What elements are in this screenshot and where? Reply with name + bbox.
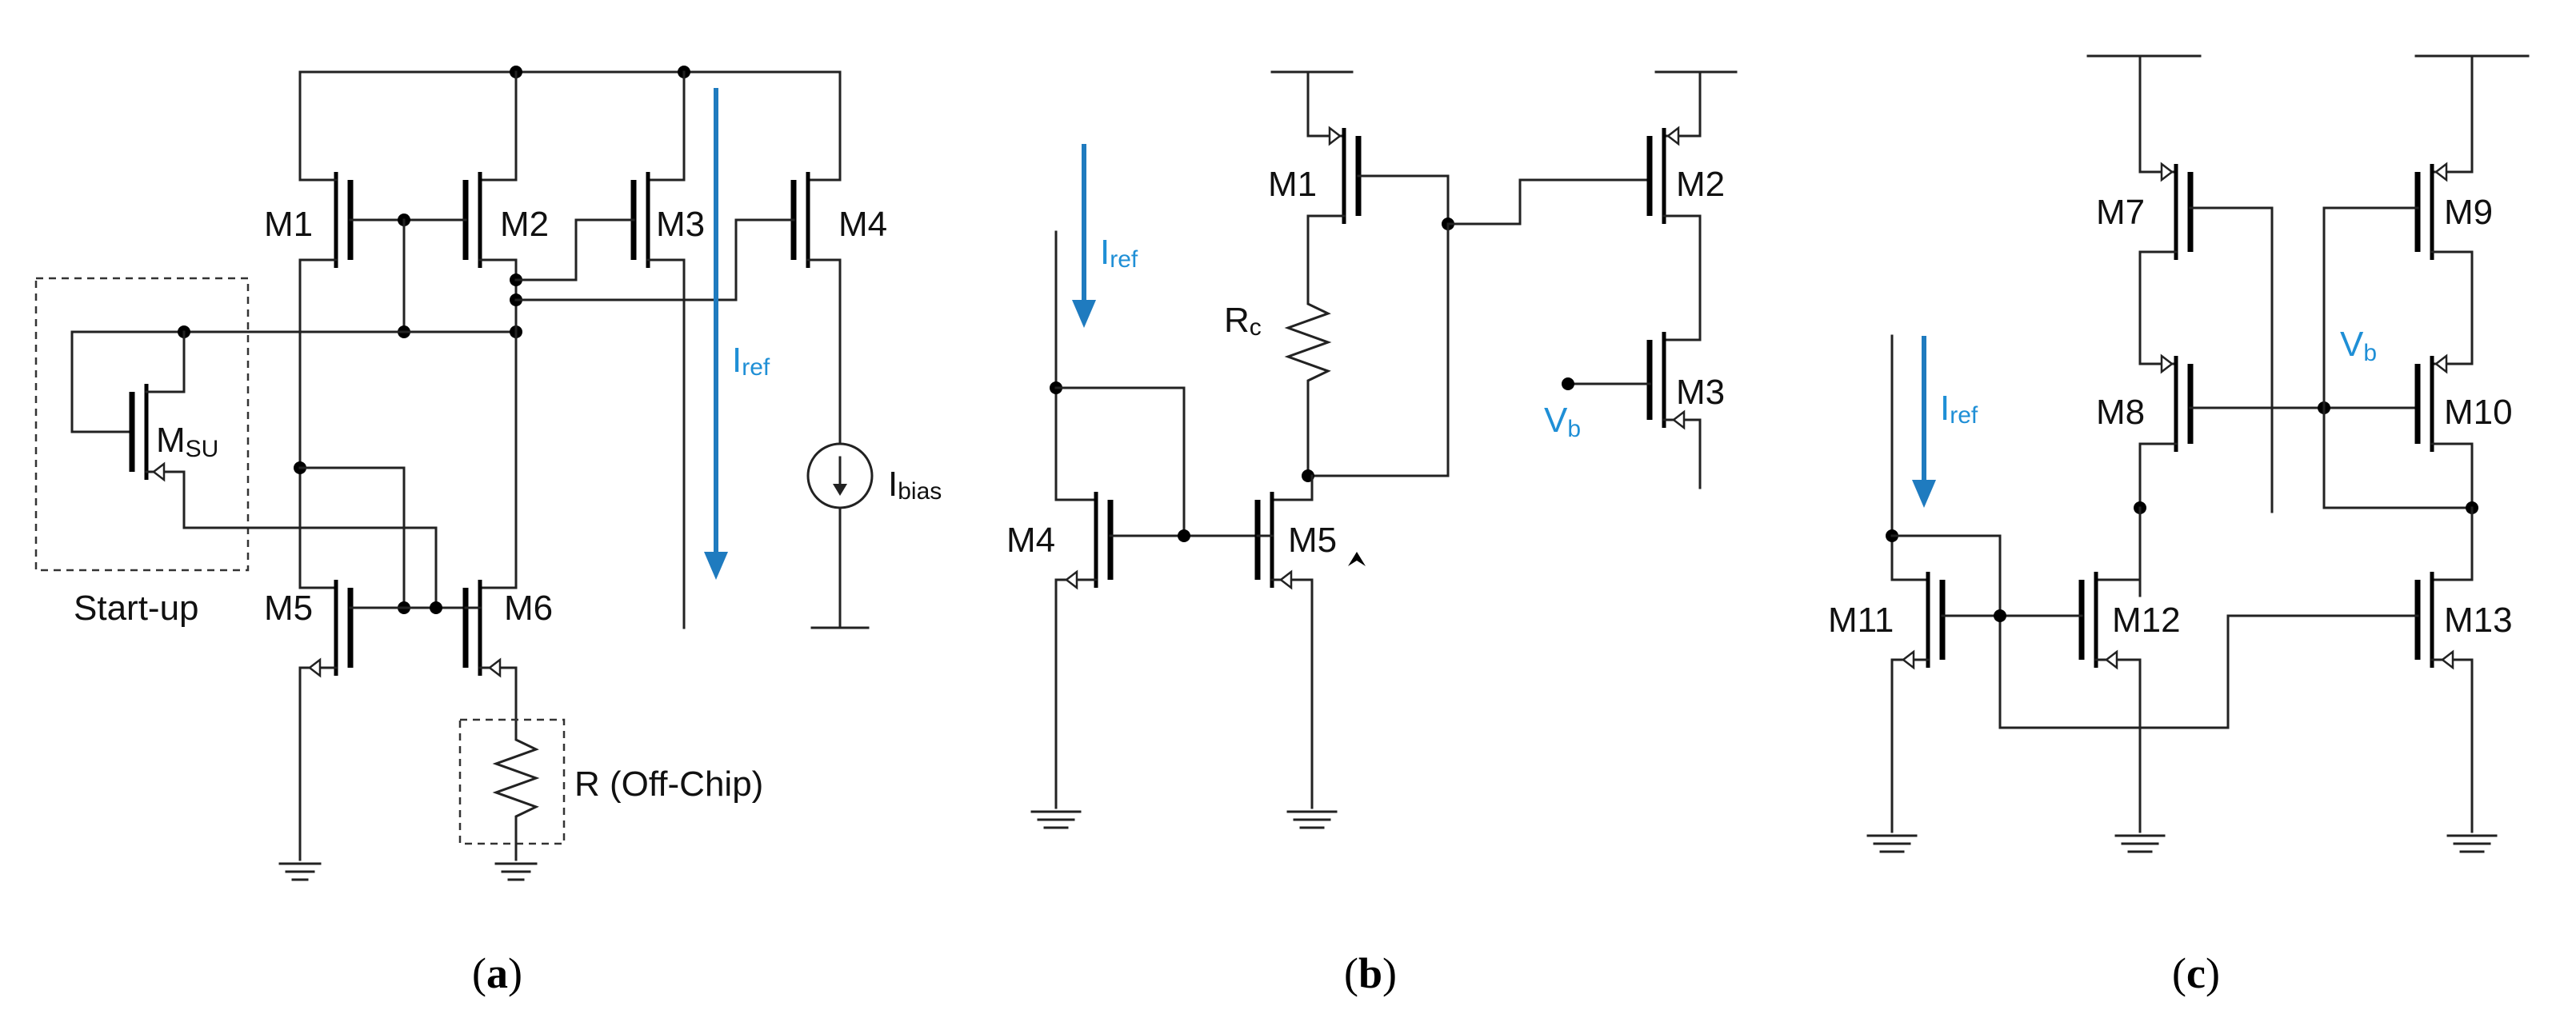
label-c-m7: M7: [2096, 193, 2145, 232]
label-m1: M1: [264, 205, 313, 244]
transistor-m3: [574, 172, 686, 281]
label-ibias: Ibias: [888, 465, 942, 505]
transistor-m4: [734, 172, 842, 301]
transistor-c-m11: [1890, 334, 2070, 833]
label-m4: M4: [838, 205, 887, 244]
transistor-c-m10: [2414, 250, 2474, 509]
label-msu: MSU: [156, 421, 218, 462]
label-c-m10: M10: [2444, 393, 2513, 432]
transistor-m2: [402, 172, 518, 268]
label-m3: M3: [656, 205, 705, 244]
label-c-m8: M8: [2096, 393, 2145, 432]
label-rc: Rc: [1224, 301, 1262, 341]
caption-b: (b): [1344, 949, 1397, 997]
label-resistor: R (Off-Chip): [574, 765, 763, 804]
label-b-m3: M3: [1676, 373, 1725, 412]
label-b-vb: Vb: [1544, 401, 1581, 442]
label-startup: Start-up: [74, 589, 199, 628]
transistor-c-m8: [2138, 250, 2418, 452]
label-c-m13: M13: [2444, 601, 2513, 640]
transistor-c-m12: [2066, 572, 2142, 833]
panel-a: M1 M2 M3 M4 M5 M6 MSU Start-up Iref Ibia…: [34, 66, 942, 997]
label-b-m1: M1: [1268, 165, 1317, 204]
caption-a: (a): [472, 949, 522, 997]
caption-c: (c): [2172, 949, 2220, 997]
transistor-b-m3: [1566, 332, 1702, 489]
label-c-m9: M9: [2444, 193, 2493, 232]
transistor-msu: [70, 330, 438, 609]
transistor-c-m7: [2138, 54, 2274, 513]
transistor-c-m13: [2402, 572, 2474, 833]
transistor-m6: [462, 580, 518, 725]
transistor-c-m9: [2322, 54, 2474, 509]
label-m6: M6: [504, 589, 553, 628]
label-m5: M5: [264, 589, 313, 628]
transistor-b-m5: [1254, 474, 1314, 809]
transistor-b-m1: [1270, 70, 1450, 226]
label-iref-a: Iref: [732, 341, 770, 381]
label-b-m4: M4: [1006, 521, 1055, 560]
label-b-m2: M2: [1676, 165, 1725, 204]
transistor-b-m2: [1646, 70, 1738, 341]
label-iref-c: Iref: [1940, 389, 1978, 429]
label-c-m12: M12: [2112, 601, 2181, 640]
panel-b: M1 M2 M3 M4 M5 Rc Vb Iref (b): [1006, 70, 1738, 997]
transistor-m5: [298, 580, 482, 861]
label-c-m11: M11: [1828, 601, 1894, 640]
label-b-m5: M5: [1288, 521, 1337, 560]
label-c-vb: Vb: [2340, 325, 2377, 366]
transistor-m1: [298, 172, 406, 268]
label-m2: M2: [500, 205, 549, 244]
transistor-b-m4: [1054, 230, 1274, 809]
panel-c: M7 M8 M9 M10 M11 M12 M13 Vb Iref (c): [1828, 54, 2530, 997]
label-iref-b: Iref: [1100, 233, 1138, 273]
